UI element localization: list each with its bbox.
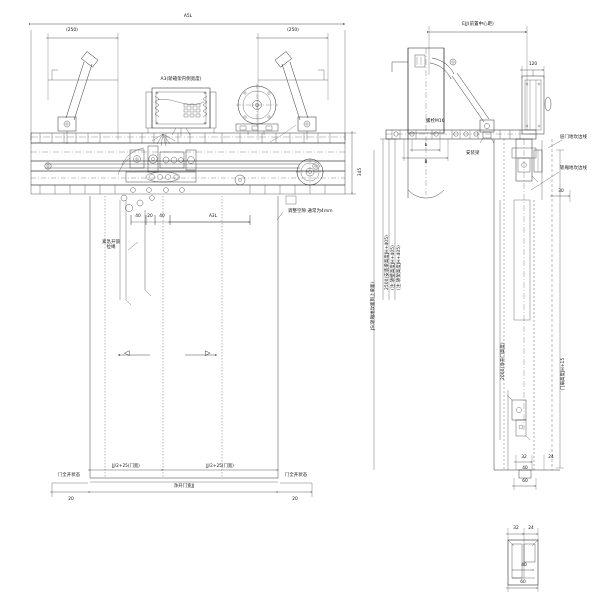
elev-door-operator bbox=[521, 70, 552, 135]
plan-dim-40-right: 40 bbox=[159, 214, 165, 219]
plan-height-dimension bbox=[345, 131, 356, 195]
plan-door-state-right: 门全开状态 bbox=[284, 473, 308, 478]
elev-b-dim: b bbox=[424, 143, 428, 148]
elev-sill-assembly bbox=[511, 138, 543, 430]
elev-top-dimension bbox=[427, 26, 528, 130]
elev-vertical-note-2: (注:轿壁高度JH+405) bbox=[391, 245, 396, 290]
elev-beam-label: 安装梁 bbox=[466, 151, 480, 156]
plan-right-arm-linkage bbox=[258, 51, 328, 143]
detail-dim-40: 40 bbox=[521, 563, 527, 568]
elev-120-dimension bbox=[520, 66, 545, 78]
elev-car-sill-label: 轿厢地坎边线 bbox=[560, 166, 587, 171]
plan-height-dim-label: 345 bbox=[358, 167, 363, 177]
plan-overall-dimension bbox=[29, 23, 346, 140]
elev-top-dim-label: EJJ(前置中心距) bbox=[462, 22, 494, 27]
sill-section-detail bbox=[506, 528, 539, 592]
plan-note-leaders bbox=[127, 195, 297, 251]
elev-base-dim-24: 24 bbox=[548, 455, 554, 460]
elev-mounting-beam bbox=[385, 129, 537, 140]
plan-right-bracket-dim: (250) bbox=[287, 28, 299, 33]
plan-emergency-note: 紧急开锁 拉绳 bbox=[102, 240, 120, 250]
elev-30-dimension bbox=[550, 190, 571, 202]
plan-overall-dim-label: A5L bbox=[183, 14, 193, 19]
plan-small-dimensions bbox=[130, 215, 251, 225]
detail-dim-24: 24 bbox=[528, 526, 534, 531]
plan-door-leaf-lines bbox=[89, 196, 279, 483]
plan-dim-40-left: 40 bbox=[135, 214, 141, 219]
elev-lower-lock-detail bbox=[506, 390, 531, 470]
plan-right-pulley bbox=[296, 158, 324, 186]
elev-vertical-note-3: (注:轿架高度JH+405) bbox=[397, 245, 402, 290]
plan-door-state-left: 门全开状态 bbox=[57, 473, 81, 478]
plan-controller-box bbox=[145, 87, 217, 136]
elev-left-vertical-dims bbox=[380, 138, 398, 300]
elev-base-dim-40: 40 bbox=[522, 466, 528, 471]
plan-bracket-dimensions bbox=[46, 33, 329, 140]
plan-panel-dim-left: JJ/2+25(门宽) bbox=[112, 464, 140, 469]
plan-panel-dim-right: JJ/2+25(门宽) bbox=[206, 464, 234, 469]
elev-base-dimensions bbox=[512, 455, 545, 490]
elev-120-dim: 120 bbox=[528, 62, 538, 67]
elev-arm-linkage bbox=[429, 57, 495, 144]
plan-belt-track bbox=[44, 162, 320, 186]
elev-bB-dimensions bbox=[402, 139, 449, 161]
plan-clear-width-label: 净开门宽JJ bbox=[173, 484, 195, 489]
elev-30-dim: 30 bbox=[558, 189, 564, 194]
plan-header-frame bbox=[30, 132, 346, 195]
plan-arrow-left-glyph: ◁ bbox=[124, 349, 130, 357]
elev-door-panel bbox=[493, 139, 560, 471]
elev-left-vertical-note: JS(轿厢地坎面到上梁面) bbox=[371, 281, 376, 330]
plan-center-mechanism bbox=[117, 133, 197, 212]
detail-dim-32: 32 bbox=[513, 526, 519, 531]
elev-vertical-note-1: 2500(安装梁高度JH+405) bbox=[385, 235, 390, 290]
plan-left-bracket-dim: (250) bbox=[66, 28, 78, 33]
plan-dim-20: 20 bbox=[147, 214, 153, 219]
plan-edge-dim-right: 20 bbox=[292, 497, 298, 502]
elev-landing-sill-label: 层门地坎边线 bbox=[560, 135, 587, 140]
elev-panel-height-note: 门扇高度JH+15 bbox=[561, 357, 566, 390]
detail-dim-60: 60 bbox=[520, 580, 526, 585]
plan-mid-dim-label: A3L bbox=[208, 214, 218, 219]
elev-base-dim-60: 60 bbox=[522, 479, 528, 484]
plan-edge-dim-left: 20 bbox=[68, 497, 74, 502]
elev-height-dimensions bbox=[373, 149, 564, 470]
elev-sill-leaders bbox=[530, 139, 563, 191]
elev-door-height-note: 2000(净开门高度) bbox=[501, 342, 506, 380]
elev-base-dim-32: 32 bbox=[521, 455, 527, 460]
plan-header-label: A3(轿箱架内侧宽度) bbox=[160, 77, 202, 82]
plan-motor-assembly bbox=[235, 84, 279, 135]
plan-bottom-dimensions bbox=[50, 469, 313, 497]
plan-gap-note: 调整空隙 通常为4mm bbox=[288, 209, 333, 214]
elev-B-dim: B bbox=[424, 160, 428, 165]
elev-car-wall bbox=[391, 47, 445, 199]
elev-bolt-label: 螺栓M16 bbox=[426, 119, 445, 124]
plan-arrow-right-glyph: ▷ bbox=[205, 349, 211, 357]
plan-left-arm-linkage bbox=[48, 51, 118, 144]
plan-rail-fasteners bbox=[39, 133, 331, 194]
